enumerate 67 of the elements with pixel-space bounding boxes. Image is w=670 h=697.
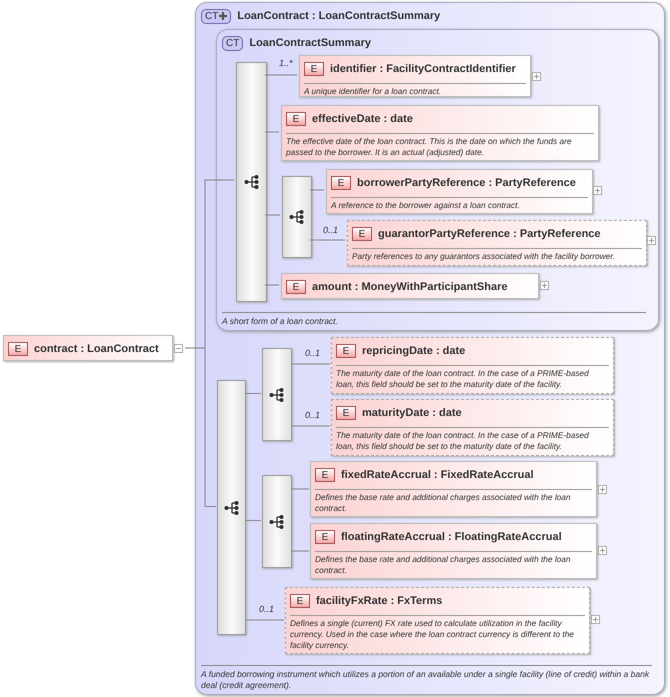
compositor-bar — [262, 475, 292, 568]
element-badge: E — [331, 176, 351, 190]
element-badge: E — [336, 344, 356, 358]
compositor-bar — [282, 176, 312, 258]
description-text: The maturity date of the loan contract. In the case of a PRIME-based loan, this field should be set to the maturity date of the facility. — [336, 368, 590, 390]
multiplicity-label: 1..* — [279, 57, 293, 70]
element-badge: E — [336, 406, 356, 420]
complex-type-box — [216, 29, 659, 331]
element-badge: E — [286, 112, 306, 126]
element-badge: E — [352, 227, 372, 242]
connector-line — [184, 180, 234, 507]
element-name: amount : MoneyWithParticipantShare — [312, 280, 508, 295]
description-text: A short form of a loan contract. — [222, 316, 339, 327]
element-badge: E — [290, 594, 310, 608]
connector-line — [264, 214, 280, 216]
element-name: facilityFxRate : FxTerms — [316, 594, 442, 609]
element-box — [281, 105, 599, 161]
element-badge: E — [315, 530, 335, 544]
multiplicity-label: 0..1 — [323, 224, 338, 237]
element-name: repricingDate : date — [362, 344, 466, 359]
type-badge: CT — [201, 8, 232, 24]
connector-line — [264, 284, 280, 286]
element-badge: E — [8, 342, 28, 356]
element-name: identifier : FacilityContractIdentifier — [330, 62, 516, 77]
multiplicity-label: 0..1 — [305, 409, 320, 422]
multiplicity-label: 0..1 — [305, 347, 320, 360]
element-box — [281, 273, 539, 299]
element-box — [331, 337, 614, 394]
element-name: guarantorPartyReference : PartyReference — [378, 227, 601, 242]
compositor-bar — [217, 380, 246, 635]
description-text: A unique identifier for a loan contract. — [304, 86, 442, 96]
element-box — [326, 169, 593, 214]
element-name: effectiveDate : date — [312, 112, 413, 127]
element-box — [299, 55, 531, 97]
element-name: maturityDate : date — [362, 406, 462, 421]
description-text: A reference to the borrower against a loan contract. — [331, 200, 521, 210]
description-text: Defines the base rate and additional charges associated with the loan contract. — [315, 554, 572, 576]
description-text: The effective date of the loan contract. This is the date on which the funds are passed to the borrower. It is an actual (adjusted) date. — [286, 136, 572, 158]
description-text: Party references to any guarantors associated with the facility borrower. — [352, 250, 616, 262]
complex-type-box — [195, 2, 665, 695]
type-title: LoanContract : LoanContractSummary — [237, 9, 440, 24]
description-text: A funded borrowing instrument which utilizes a portion of an available under a single facility (line of credit) within a bank deal (credit agreement). — [201, 669, 650, 691]
connector-line — [290, 550, 310, 552]
type-badge: CT — [222, 36, 244, 51]
element-name: floatingRateAccrual : FloatingRateAccrual — [341, 530, 562, 545]
connector-line — [290, 488, 310, 490]
description-text: Defines a single (current) FX rate used to calculate utilization in the facility currency. Used in the case where the loan contract currency is different to the facility currency. — [290, 618, 575, 650]
compositor-bar — [236, 62, 267, 302]
element-badge: E — [286, 280, 306, 294]
element-box — [347, 220, 647, 266]
element-box — [310, 461, 597, 517]
connector-line — [264, 74, 298, 76]
element-box — [331, 399, 614, 456]
multiplicity-label: 0..1 — [259, 603, 274, 616]
connector-line — [244, 393, 262, 394]
element-name: borrowerPartyReference : PartyReference — [357, 176, 576, 191]
element-box — [310, 523, 597, 579]
element-badge: E — [304, 62, 324, 76]
description-text: The maturity date of the loan contract. In the case of a PRIME-based loan, this field should be set to the maturity date of the facility. — [336, 430, 590, 452]
type-title: LoanContractSummary — [249, 36, 371, 51]
element-badge: E — [315, 468, 335, 482]
element-name: contract : LoanContract — [34, 342, 159, 357]
element-box — [285, 587, 590, 654]
compositor-bar — [262, 348, 292, 441]
element-name: fixedRateAccrual : FixedRateAccrual — [341, 468, 534, 483]
connector-line — [244, 520, 262, 521]
description-text: Defines the base rate and additional charges associated with the loan contract. — [315, 492, 572, 514]
